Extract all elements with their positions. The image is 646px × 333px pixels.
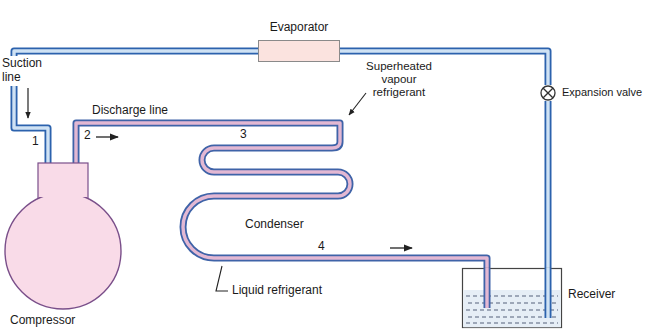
pointer-arrow	[27, 88, 28, 118]
pipe-wall	[355, 258, 487, 268]
receiver: Receiver	[462, 268, 562, 328]
node-label: Condenser	[245, 218, 304, 232]
condenser: Condenser	[200, 142, 355, 264]
compressor: Compressor	[4, 163, 122, 311]
pipe-line	[76, 123, 340, 163]
line-label: Discharge line	[92, 104, 168, 118]
receiver-tank	[462, 268, 562, 328]
pipe-wall	[76, 123, 340, 163]
pipe-bore	[546, 101, 549, 268]
flow-arrow	[96, 136, 118, 137]
pipe-line	[355, 258, 487, 268]
evaporator-box	[258, 40, 340, 62]
valve-symbol	[540, 85, 556, 101]
state-label: Superheated vapour refrigerant	[358, 60, 440, 100]
callout-number: 2	[84, 129, 91, 143]
expansion-valve: Expansion valve	[540, 85, 556, 101]
leader-line	[349, 93, 366, 115]
node-label: Compressor	[10, 314, 75, 328]
compressor-symbol	[4, 163, 122, 311]
pipe-line	[548, 101, 549, 268]
pipe-bore	[355, 258, 487, 268]
flow-arrow	[390, 247, 412, 248]
pipe-wall	[545, 101, 552, 268]
state-label: Liquid refrigerant	[232, 284, 322, 298]
condenser-coil	[200, 142, 355, 264]
line-label: Suction line	[2, 56, 46, 86]
callout-number: 3	[240, 128, 247, 142]
evaporator: Evaporator	[258, 40, 340, 62]
node-label: Expansion valve	[562, 86, 642, 99]
callout-number: 4	[318, 240, 325, 254]
leader-line	[216, 266, 228, 291]
node-label: Receiver	[568, 288, 615, 302]
node-label: Evaporator	[270, 21, 329, 35]
callout-number: 1	[32, 135, 39, 149]
pipe-bore	[76, 123, 340, 163]
